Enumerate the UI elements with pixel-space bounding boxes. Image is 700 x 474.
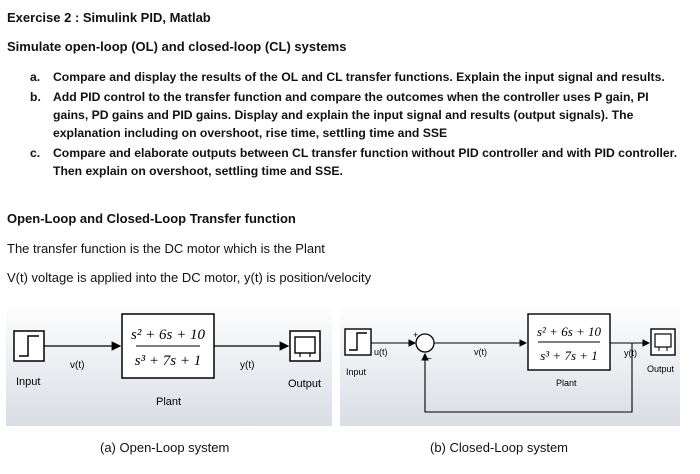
task-item-c: c. Compare and elaborate outputs between… — [30, 144, 685, 180]
caption-closed-loop: (b) Closed-Loop system — [430, 440, 568, 455]
closed-loop-diagram: Input u(t) + − v(t) s² + 6s + 10 s³ + 7s… — [340, 302, 680, 426]
scope-output-block — [289, 330, 321, 362]
step-input-block — [13, 330, 45, 362]
scope-icon — [294, 336, 316, 354]
paragraph-signals: V(t) voltage is applied into the DC moto… — [7, 270, 372, 285]
open-loop-diagram: Input v(t) s² + 6s + 10 s³ + 7s + 1 Plan… — [6, 302, 332, 426]
plant-block: s² + 6s + 10 s³ + 7s + 1 — [121, 313, 215, 379]
output-label: Output — [647, 364, 675, 374]
sum-minus-sign: − — [426, 354, 432, 365]
input-label: Input — [346, 367, 367, 377]
exercise-title: Exercise 2 : Simulink PID, Matlab — [7, 10, 211, 25]
task-item-a: a. Compare and display the results of th… — [30, 68, 685, 86]
paragraph-plant: The transfer function is the DC motor wh… — [7, 241, 325, 256]
plant-numerator: s² + 6s + 10 — [537, 324, 602, 339]
step-icon — [349, 332, 367, 351]
output-label: Output — [288, 378, 321, 390]
caption-open-loop: (a) Open-Loop system — [100, 440, 230, 455]
task-label: b. — [30, 90, 41, 104]
diagram-background — [340, 302, 680, 426]
signal-y-label: y(t) — [624, 348, 637, 358]
step-icon — [19, 335, 39, 357]
step-input-block — [344, 328, 372, 356]
plant-label: Plant — [556, 378, 577, 388]
signal-v-label: v(t) — [70, 360, 84, 371]
signal-u-label: u(t) — [374, 347, 388, 357]
task-label: c. — [30, 146, 41, 160]
sum-plus-sign: + — [413, 330, 418, 340]
scope-icon — [654, 333, 672, 348]
task-text: Compare and elaborate outputs between CL… — [53, 146, 678, 178]
plant-numerator: s² + 6s + 10 — [131, 327, 205, 343]
section-heading: Open-Loop and Closed-Loop Transfer funct… — [7, 211, 296, 226]
task-text: Add PID control to the transfer function… — [53, 90, 649, 140]
sum-block: + − — [413, 330, 435, 365]
exercise-subtitle: Simulate open-loop (OL) and closed-loop … — [7, 39, 347, 54]
plant-label: Plant — [156, 396, 181, 408]
plant-block: s² + 6s + 10 s³ + 7s + 1 — [527, 313, 611, 371]
plant-denominator: s³ + 7s + 1 — [540, 348, 598, 363]
task-item-b: b. Add PID control to the transfer funct… — [30, 88, 685, 142]
feedback-line — [421, 343, 633, 413]
task-label: a. — [30, 70, 41, 84]
input-label: Input — [16, 376, 40, 388]
signal-v-label: v(t) — [474, 347, 487, 357]
signal-y-label: y(t) — [240, 360, 254, 371]
scope-output-block — [650, 328, 676, 356]
task-text: Compare and display the results of the O… — [53, 70, 665, 84]
plant-denominator: s³ + 7s + 1 — [135, 353, 201, 369]
